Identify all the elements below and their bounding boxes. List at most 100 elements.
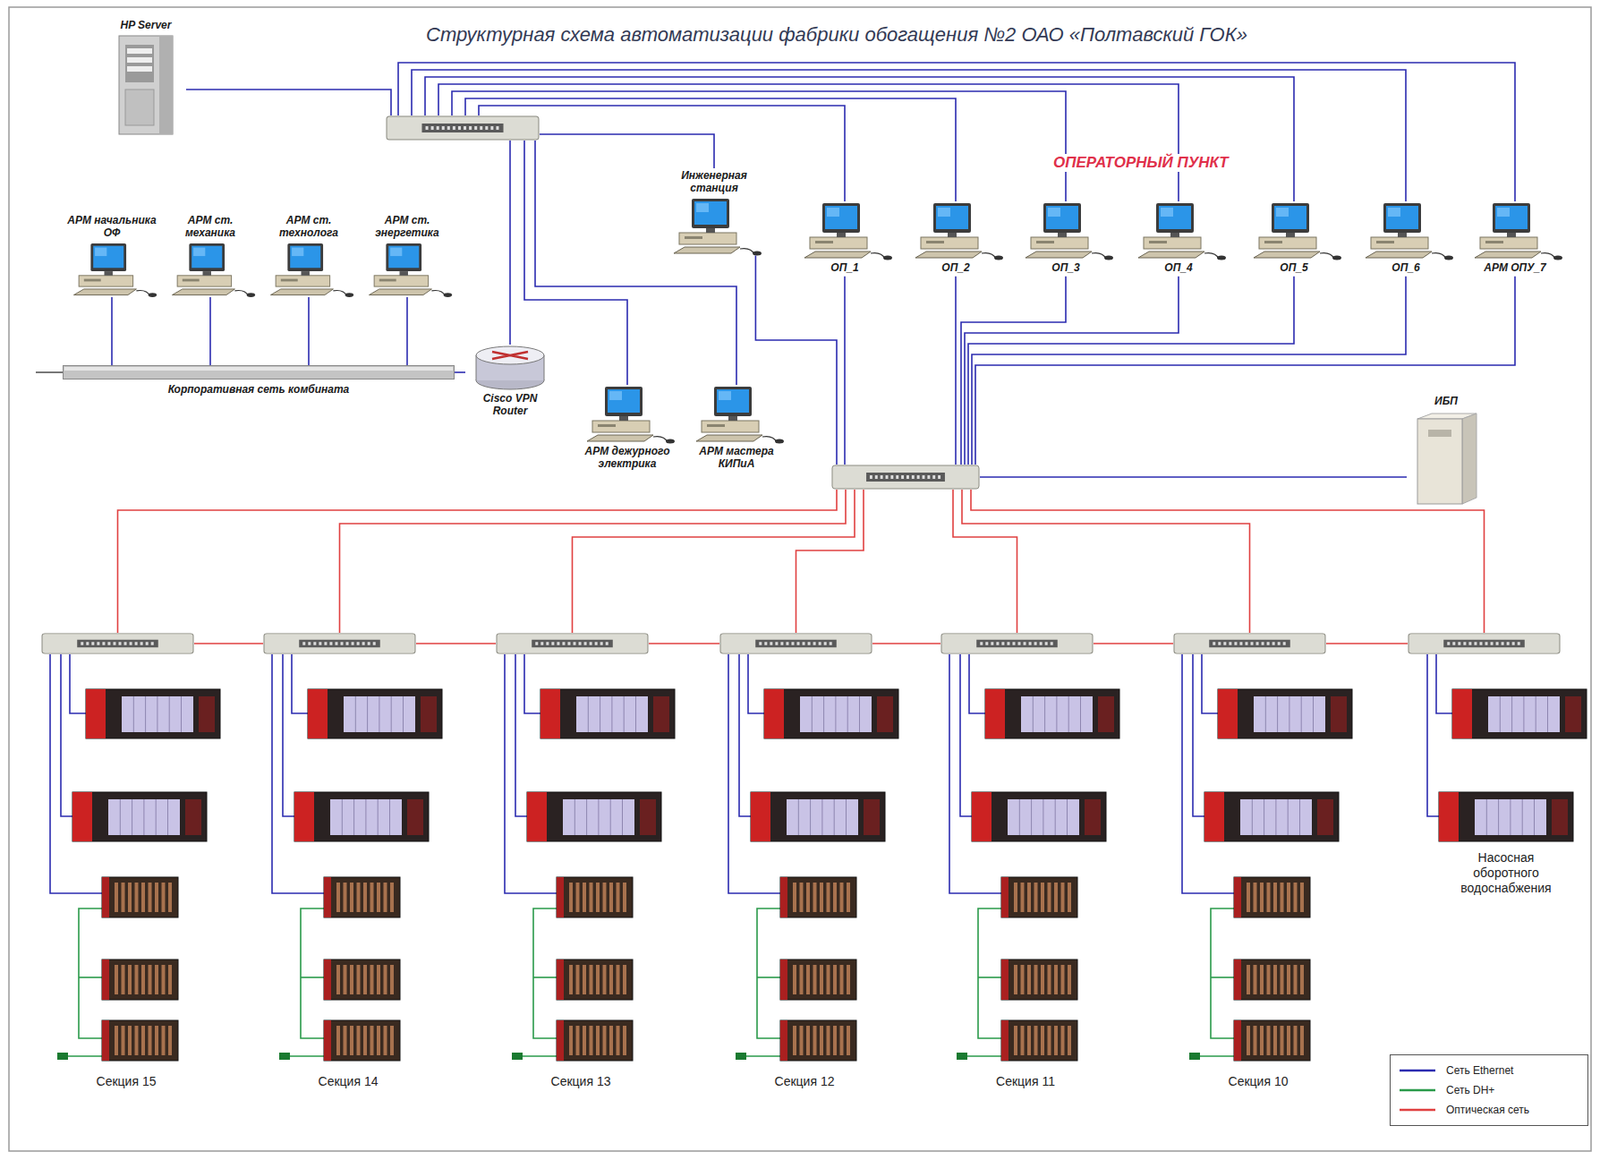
workstation-picture [795,201,894,261]
network-switch-picture [385,115,540,141]
ethernet-link [411,69,1406,202]
ethernet-link [954,276,957,465]
workstation: АРМ мастера КИПиА [684,384,789,473]
section-name: Насосная оборотного водоснабжения [1443,850,1569,895]
node-label: ИБП [1406,393,1486,410]
optical-link [118,489,838,633]
ethernet-link [961,276,1066,465]
optical-link [970,489,1485,633]
ups-unit-picture [1410,409,1482,509]
workstation-picture [1465,201,1565,261]
node-label: ОП_5 [1244,260,1344,277]
workstation: ОП_4 [1129,201,1228,277]
workstation: АРМ дежурного электрика [575,384,680,473]
ethernet-link [398,62,1515,202]
ethernet-link [186,89,392,116]
node-label: АРМ ОПУ_7 [1465,260,1565,277]
ethernet-link [110,297,113,366]
node-label: АРМ дежурного электрика [575,443,680,473]
ups-unit: ИБП [1406,393,1486,509]
legend-line-sample [1397,1085,1438,1095]
workstation: ОП_1 [795,201,894,277]
workstation: АРМ ОПУ_7 [1465,201,1565,277]
node-label: АРМ ст. энергетика [360,212,454,242]
workstation-picture [262,241,356,298]
workstation: ОП_3 [1016,201,1115,277]
optical-link [340,489,847,633]
legend-line-sample [1397,1105,1438,1115]
ethernet-link [964,276,1179,465]
network-bus: Корпоративная сеть комбината [62,365,455,399]
network-switch [41,632,195,655]
node-label: АРМ ст. технолога [262,212,356,242]
legend-row: Сеть Ethernet [1397,1060,1581,1081]
network-switch [1173,632,1327,655]
legend-row: Сеть DH+ [1397,1080,1581,1100]
plc-section [1182,654,1353,1061]
ethernet-link [425,76,1294,202]
optical-link [648,642,720,645]
ethernet-link [509,140,511,345]
workstation-picture [360,241,454,298]
plc-section [728,654,899,1061]
network-switch-picture [1173,632,1327,655]
network-switch-picture [1407,632,1561,655]
section-name: Секция 11 [962,1073,1089,1090]
node-label: ОП_2 [906,260,1005,277]
network-bus-picture [62,365,455,380]
server-icon-picture [114,34,178,137]
plc-section [50,654,221,1061]
workstation: АРМ начальника ОФ [65,212,159,298]
workstation: Инженерная станция [662,168,766,256]
page-frame [8,7,1592,1151]
network-switch-picture [719,632,873,655]
workstation-picture [1016,201,1115,261]
server-icon: HP Server [105,17,187,137]
network-switch-picture [940,632,1094,655]
workstation: ОП_2 [906,201,1005,277]
ethernet-link [975,276,1515,465]
network-switch [263,632,417,655]
optical-link [416,642,496,645]
ethernet-link [539,134,715,169]
node-label: АРМ ст. механика [163,212,257,242]
workstation-picture [1129,201,1228,261]
workstation-picture [664,196,764,256]
ethernet-link [438,84,1179,202]
plc-section [504,654,675,1061]
ethernet-link [843,276,846,465]
optical-link [796,489,865,633]
workstation: ОП_5 [1244,201,1344,277]
vpn-router-picture [465,344,555,392]
section-name: Секция 14 [285,1073,411,1090]
ethernet-link [755,255,837,465]
network-switch [495,632,649,655]
workstation-picture [1356,201,1456,261]
workstation-picture [578,384,677,444]
workstation: ОП_6 [1356,201,1456,277]
workstation: АРМ ст. энергетика [360,212,454,298]
ethernet-link [979,476,1407,478]
workstation-picture [906,201,1005,261]
legend-row: Оптическая сеть [1397,1099,1581,1120]
section-name: Секция 10 [1195,1073,1321,1090]
bus-stub [35,371,63,374]
workstation-picture [1244,201,1344,261]
optical-link [572,489,856,633]
plc-section [1427,654,1587,842]
node-label: АРМ начальника ОФ [65,212,159,242]
optical-link [1326,642,1408,645]
legend-box: Сеть EthernetСеть DH+ Оптическая сеть [1389,1054,1589,1126]
node-label: АРМ мастера КИПиА [684,443,789,473]
ethernet-link [971,276,1406,465]
workstation-picture [65,241,159,298]
network-switch [1407,632,1561,655]
network-switch [719,632,873,655]
network-switch-picture [41,632,195,655]
legend-text: Сеть DH+ [1446,1083,1495,1097]
ethernet-link [454,371,466,374]
workstation: АРМ ст. механика [163,212,257,298]
optical-link [1093,642,1174,645]
plc-section [949,654,1120,1061]
